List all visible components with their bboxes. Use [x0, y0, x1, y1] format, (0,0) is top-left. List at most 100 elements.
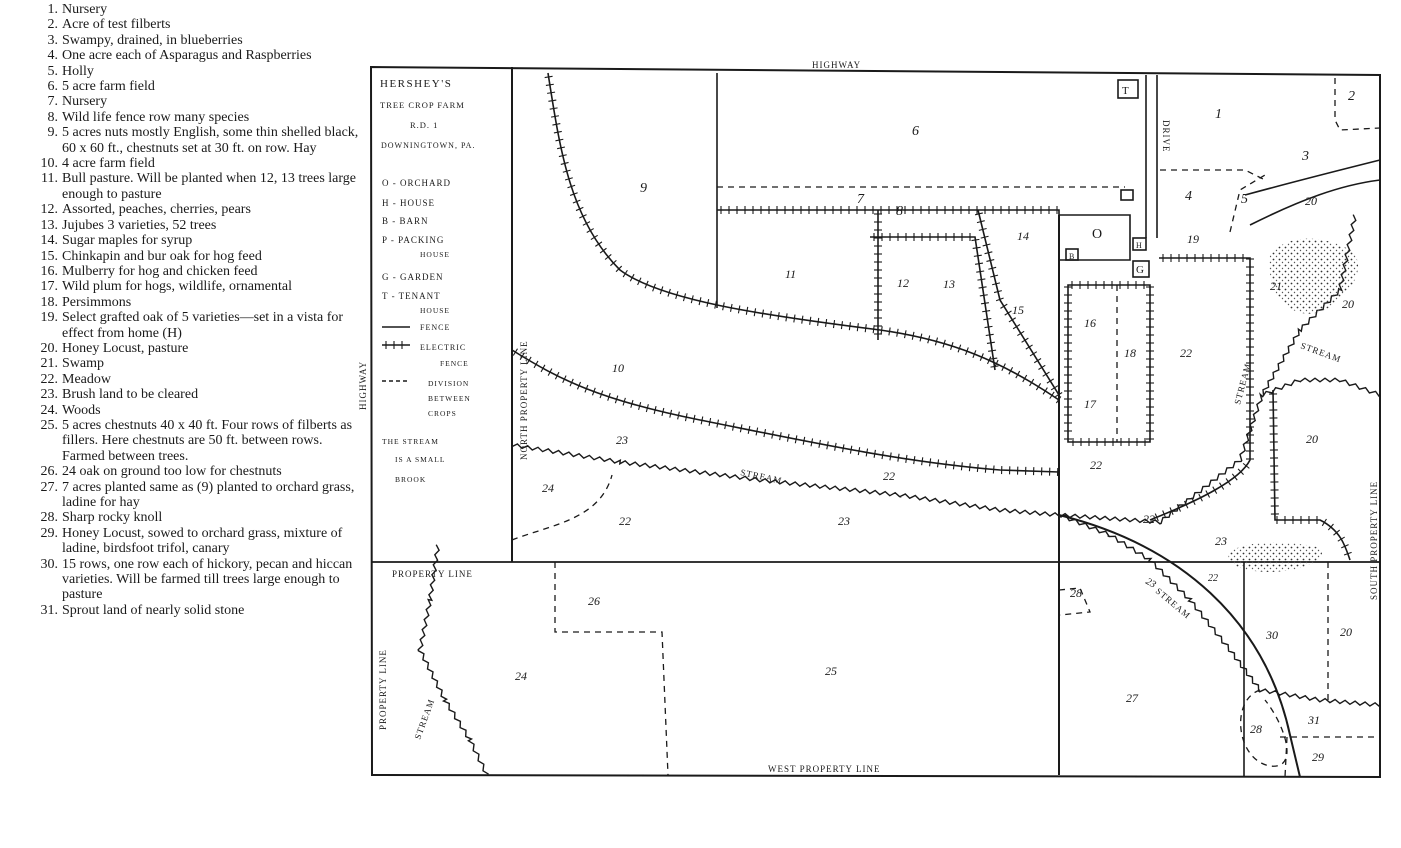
electric-fence-tick — [554, 371, 560, 380]
electric-fence-tick — [564, 177, 573, 181]
key-division-label: DIVISION — [428, 379, 469, 388]
electric-fence-tick — [659, 286, 664, 295]
electric-fence-tick — [569, 192, 578, 196]
map-subtitle: TREE CROP FARM — [380, 100, 465, 110]
key-electric-label-2: FENCE — [440, 359, 469, 368]
electric-fence-tick — [1333, 529, 1340, 536]
legend-item: 19.Select grafted oak of 5 varieties—set… — [0, 310, 360, 341]
electric-fence-tick — [817, 317, 820, 326]
legend-item-text: Assorted, peaches, cherries, pears — [62, 202, 251, 218]
field-number-23: 23 — [616, 433, 628, 447]
electric-fence-tick — [840, 321, 844, 330]
legend-item: 16.Mulberry for hog and chicken feed — [0, 264, 360, 279]
drive-label: DRIVE — [1161, 120, 1171, 153]
legend-item: 23.Brush land to be cleared — [0, 387, 360, 402]
electric-fence-tick — [1035, 382, 1042, 391]
key-entry-continued: HOUSE — [420, 250, 450, 259]
electric-fence-tick — [552, 123, 561, 126]
electric-fence-tick — [857, 447, 861, 456]
field-number-2: 2 — [1348, 89, 1355, 104]
legend-item: 3.Swampy, drained, in blueberries — [0, 33, 360, 48]
electric-fence-tick — [919, 333, 923, 342]
key-entry-house: H - HOUSE — [382, 198, 435, 208]
electric-fence-tick — [1343, 551, 1352, 556]
electric-fence-tick — [979, 353, 984, 361]
electric-fence-tick — [732, 422, 735, 431]
electric-fence-tick — [1008, 366, 1014, 375]
legend-item-number: 8. — [47, 109, 59, 125]
field-number-31: 31 — [1307, 713, 1320, 727]
electric-fence-tick — [622, 397, 626, 406]
electric-fence-tick — [684, 413, 688, 422]
legend-item-number: 29. — [40, 525, 59, 541]
electric-fence-tick — [982, 310, 991, 313]
field-number-11: 11 — [785, 267, 796, 281]
legend-item-text: Wild life fence row many species — [62, 109, 250, 125]
electric-fence-tick — [957, 344, 962, 353]
field-number-20: 20 — [1306, 432, 1318, 446]
electric-fence-tick — [973, 254, 982, 257]
electric-fence-tick — [761, 309, 764, 318]
field-number-20: 20 — [1340, 625, 1352, 639]
electric-fence-tick — [913, 456, 916, 465]
legend-item-number: 9. — [47, 125, 59, 141]
electric-fence-tick — [579, 214, 587, 219]
fences — [716, 73, 1381, 777]
electric-fence-tick — [557, 146, 566, 150]
map-frame — [369, 65, 1381, 779]
electric-fence-tick — [1001, 363, 1006, 371]
legend-item-number: 31. — [40, 602, 59, 618]
electric-fence-tick — [708, 417, 712, 427]
map-note: THE STREAM — [382, 437, 439, 446]
electric-fence-tick — [968, 463, 971, 472]
electric-fence-tick — [834, 442, 837, 451]
electric-fence-tick — [1321, 518, 1327, 527]
legend-item-number: 10. — [40, 156, 59, 172]
south-property-line-label: SOUTH PROPERTY LINE — [1369, 481, 1379, 600]
electric-fence-tick — [848, 322, 851, 331]
electric-fence-tick — [995, 297, 1004, 302]
electric-fence-tick — [1231, 473, 1238, 481]
legend-item-text: Honey Locust, sowed to orchard grass, mi… — [62, 525, 343, 557]
electric-fence-tick — [1050, 385, 1059, 391]
electric-fence-north — [547, 72, 1060, 401]
electric-fence-tick — [984, 325, 993, 329]
electric-fence-tick — [572, 199, 581, 204]
legend-item-number: 2. — [47, 17, 59, 33]
legend-item-text: Chinkapin and bur oak for hog feed — [62, 248, 262, 264]
key-electric-label: ELECTRIC — [420, 343, 466, 352]
property-line-label: PROPERTY LINE — [392, 569, 473, 579]
electric-fence-tick — [980, 235, 989, 239]
electric-fence-tick — [591, 387, 596, 396]
electric-fence-13 — [870, 236, 996, 371]
electric-fence-tick — [978, 286, 987, 289]
electric-fence-tick — [825, 318, 828, 328]
legend-item-text: Wild plum for hogs, wildlife, ornamental — [62, 279, 293, 295]
electric-fence-tick — [604, 253, 612, 260]
legend-item-number: 18. — [40, 294, 59, 310]
electric-fence-tick — [1021, 337, 1029, 343]
electric-fence-tick — [976, 220, 985, 224]
electric-fence-tick — [519, 352, 525, 361]
house-label: H — [1136, 241, 1142, 250]
electric-fence-tick — [722, 302, 725, 311]
electric-fence-23 — [511, 349, 1060, 473]
electric-fence-tick — [582, 221, 591, 226]
electric-fence-tick — [826, 441, 829, 450]
electric-fence-tick — [944, 460, 948, 469]
legend-item: 1.Nursery — [0, 2, 360, 17]
legend-item-text: Acre of test filberts — [62, 17, 171, 33]
west-property-line-label: WEST PROPERTY LINE — [768, 764, 880, 774]
electric-fence-tick — [590, 234, 598, 240]
field-number-22: 22 — [1143, 512, 1155, 526]
electric-fence-tick — [724, 421, 727, 430]
legend-item-number: 30. — [40, 556, 59, 572]
crop-divisions — [511, 78, 1381, 778]
field-number-22: 22 — [1090, 458, 1102, 472]
electric-fence-tick — [1184, 500, 1189, 509]
electric-fence-tick — [667, 288, 671, 297]
electric-fence-tick — [1029, 378, 1035, 387]
electric-fence-tick — [986, 259, 995, 262]
field-number-30: 30 — [1265, 628, 1278, 642]
